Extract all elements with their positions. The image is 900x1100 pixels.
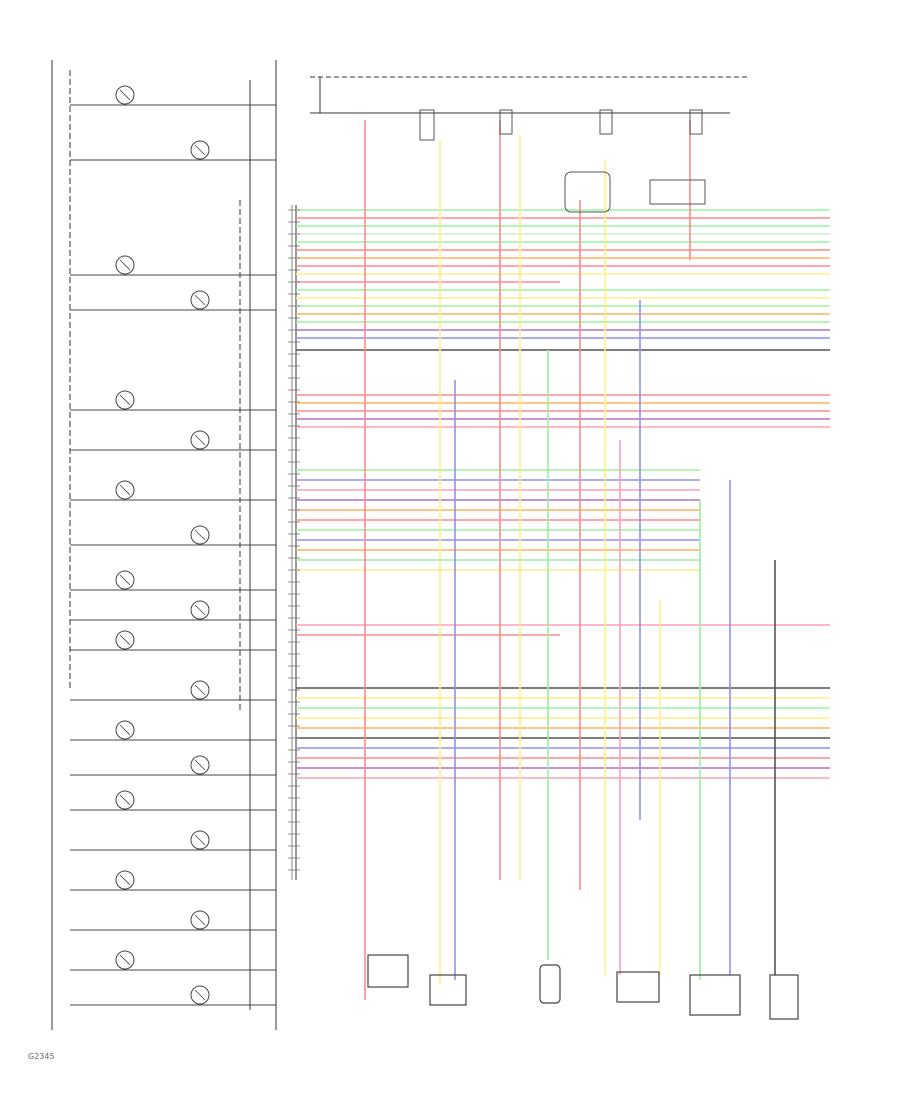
lamp-bulb-icon	[190, 830, 210, 850]
lamp-bulb-icon	[115, 390, 135, 410]
lamp-bulb-icon	[115, 480, 135, 500]
lamp-filament-line	[194, 144, 206, 156]
lamp-bulb-icon	[190, 140, 210, 160]
bottom-components	[367, 954, 799, 1020]
lamp-bulb-icon	[115, 950, 135, 970]
component-box-6	[769, 974, 799, 1020]
lamp-bulb-icon	[190, 985, 210, 1005]
lamp-bulb-icon	[115, 720, 135, 740]
component-box-3	[539, 964, 561, 1004]
lamp-bulb-icon	[115, 630, 135, 650]
lamp-filament-line	[194, 529, 206, 541]
lamp-filament-line	[119, 89, 131, 101]
lamp-bulb-icon	[190, 600, 210, 620]
lamp-filament-line	[194, 834, 206, 846]
lamp-bulb-icon	[115, 570, 135, 590]
lamp-bulb-icon	[190, 290, 210, 310]
lamp-bulb-icon	[190, 755, 210, 775]
lamp-bulb-icon	[115, 790, 135, 810]
lamp-filament-line	[119, 484, 131, 496]
lamp-bulb-icon	[190, 525, 210, 545]
lamp-bulb-icon	[190, 910, 210, 930]
component-box-2	[429, 974, 467, 1006]
lamp-filament-line	[194, 684, 206, 696]
connector-pin-labels	[288, 209, 300, 871]
lamp-filament-line	[119, 394, 131, 406]
lamp-bulb-icon	[190, 680, 210, 700]
top-fuses	[419, 109, 706, 213]
lamp-bulb-icon	[190, 430, 210, 450]
component-box-4	[616, 971, 660, 1003]
lamp-filament-line	[119, 259, 131, 271]
lamp-filament-line	[194, 434, 206, 446]
lamp-filament-line	[194, 914, 206, 926]
lamp-filament-line	[194, 989, 206, 1001]
lamp-filament-line	[119, 634, 131, 646]
lamp-filament-line	[119, 874, 131, 886]
lamp-filament-line	[194, 759, 206, 771]
lamp-bulb-icon	[115, 85, 135, 105]
lamp-filament-line	[194, 294, 206, 306]
lamp-bulb-icon	[115, 255, 135, 275]
lamp-filament-line	[194, 604, 206, 616]
cluster-lamp-rows	[70, 85, 276, 1006]
lamp-filament-line	[119, 954, 131, 966]
component-box-1	[367, 954, 409, 988]
page-id: G2345	[28, 1052, 55, 1061]
lamp-bulb-icon	[115, 870, 135, 890]
lamp-filament-line	[119, 794, 131, 806]
top-power-bus	[310, 76, 750, 114]
wire-harness	[296, 120, 830, 1000]
lamp-filament-line	[119, 724, 131, 736]
component-box-5	[689, 974, 741, 1016]
lamp-filament-line	[119, 574, 131, 586]
